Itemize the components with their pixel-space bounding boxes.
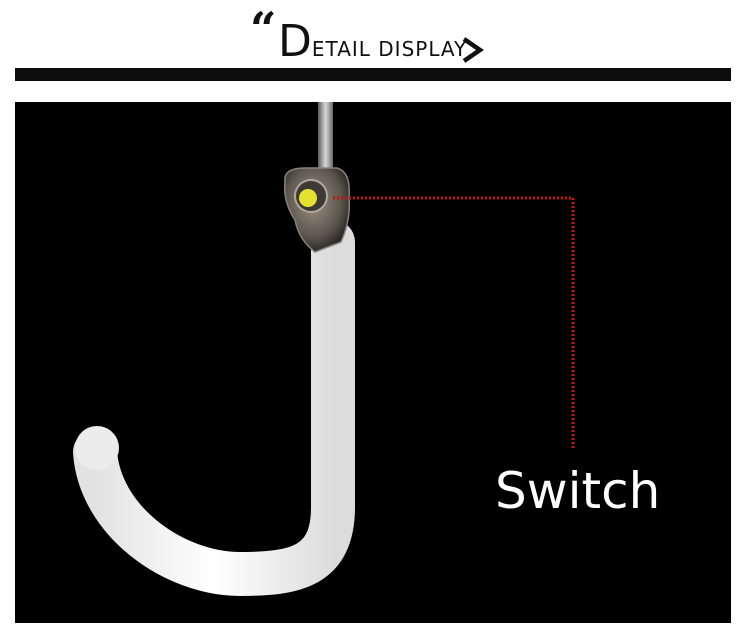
umbrella-handle-illustration bbox=[73, 102, 575, 597]
umbrella-shaft bbox=[318, 102, 333, 174]
header-divider bbox=[15, 68, 731, 81]
switch-button bbox=[299, 189, 317, 207]
chevron-right-icon bbox=[462, 37, 484, 63]
section-title-initial: D bbox=[278, 16, 312, 67]
section-title-rest: ETAIL DISPLAY bbox=[311, 37, 468, 61]
switch-callout-label: Switch bbox=[495, 462, 661, 520]
section-header: “ DETAIL DISPLAY bbox=[0, 0, 750, 70]
section-title: DETAIL DISPLAY bbox=[278, 20, 467, 64]
umbrella-handle bbox=[73, 220, 355, 597]
product-photo: Switch bbox=[15, 102, 731, 623]
quote-mark: “ bbox=[250, 2, 277, 56]
callout-line bbox=[333, 196, 575, 450]
